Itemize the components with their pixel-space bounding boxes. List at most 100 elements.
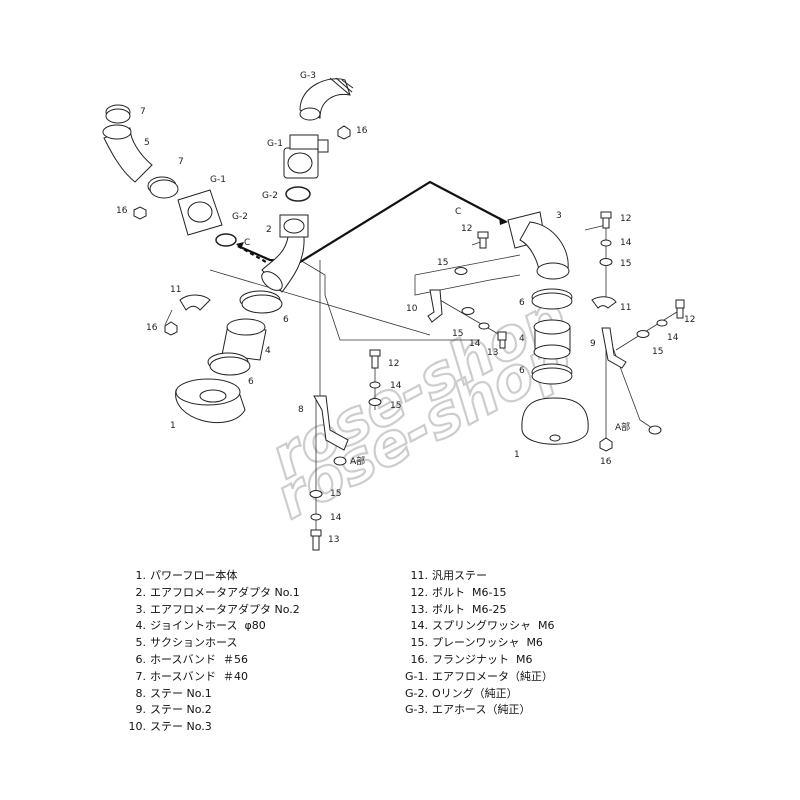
- label-11-left: 11: [170, 285, 181, 295]
- washer-14-far-right-2: [656, 319, 668, 327]
- label-11-right: 11: [620, 303, 631, 313]
- center-bolt-12: [369, 349, 381, 369]
- spring-washer-14-center: [369, 381, 381, 389]
- hose-band-7-top: [105, 104, 131, 124]
- label-15-center: 15: [390, 401, 401, 411]
- bolt-13-lower: [310, 529, 322, 551]
- bolt-12-right-center: [477, 231, 489, 249]
- parts-list-item: G-1.エアフロメータ（純正）: [405, 669, 553, 683]
- label-1-left: 1: [170, 421, 176, 431]
- hose-band-6-c: [531, 288, 573, 310]
- label-6-a: 6: [283, 315, 289, 325]
- label-14-far: 14: [620, 238, 632, 248]
- joint-hose-4-right: [533, 319, 571, 360]
- a-section-marker-left: [333, 456, 347, 466]
- parts-list-item: 12.ボルト M6-15: [410, 585, 507, 599]
- label-16-lower-left: 16: [146, 323, 158, 333]
- label-4-left: 4: [265, 346, 271, 356]
- plain-washer-15-center: [368, 398, 382, 406]
- label-14-lower: 14: [330, 513, 342, 523]
- arrow-c-left: [236, 242, 244, 249]
- stay-no2-9: [601, 327, 627, 369]
- label-g1-top: G-1: [267, 139, 283, 149]
- label-12-far-right: 12: [684, 315, 695, 325]
- parts-list-item: 15.プレーンワッシャ M6: [410, 636, 543, 650]
- bolt-12-far-right: [675, 299, 685, 319]
- label-14-far-right: 14: [667, 333, 679, 343]
- parts-list-item: 8.ステー No.1: [135, 686, 212, 700]
- label-c-right: C: [455, 207, 461, 217]
- label-3: 3: [556, 211, 562, 221]
- label-g2-left: G-2: [232, 212, 248, 222]
- label-1-right: 1: [514, 450, 520, 460]
- label-a-right: A部: [615, 421, 630, 433]
- stay-no3-10: [427, 289, 443, 323]
- washer-15-far-right-2: [636, 330, 650, 338]
- air-flow-meter-g1-left: [177, 189, 223, 236]
- parts-list-item: 2.エアフロメータアダプタ No.1: [135, 585, 300, 599]
- adapter-no2-3: [507, 211, 570, 280]
- parts-list-item: 11.汎用ステー: [410, 569, 488, 582]
- washer-15-stay10: [461, 307, 475, 315]
- label-5: 5: [144, 138, 150, 148]
- parts-list-item: 3.エアフロメータアダプタ No.2: [135, 602, 300, 616]
- label-a-left: A部: [350, 455, 365, 467]
- label-6-b: 6: [248, 377, 254, 387]
- label-7-top: 7: [140, 107, 146, 117]
- label-14-stay10: 14: [469, 339, 481, 349]
- parts-list-left: 1.パワーフロー本体 2.エアフロメータアダプタ No.1 3.エアフロメータア…: [120, 568, 300, 736]
- parts-list-item: 9.ステー No.2: [135, 703, 212, 717]
- stay-11-right: [591, 296, 617, 309]
- label-g2-top: G-2: [262, 191, 278, 201]
- label-15-lower: 15: [330, 489, 341, 499]
- label-12-far-top: 12: [620, 214, 631, 224]
- washer-15-far-right: [599, 258, 613, 266]
- label-15-stay10: 15: [452, 329, 463, 339]
- label-g3: G-3: [300, 71, 316, 81]
- label-6-c: 6: [519, 298, 525, 308]
- label-2: 2: [266, 225, 272, 235]
- label-g1-left: G-1: [210, 175, 226, 185]
- suction-hose-5: [102, 124, 153, 183]
- plain-washer-15-lower: [309, 490, 323, 498]
- parts-list-item: 7.ホースバンド ＃40: [135, 669, 249, 683]
- washer-15-right-center: [454, 267, 468, 275]
- power-flow-body-1-right: [521, 397, 589, 445]
- stay-11-left: [179, 294, 211, 311]
- label-16-top: 16: [356, 126, 368, 136]
- parts-list-item: 13.ボルト M6-25: [410, 602, 507, 616]
- bolt-13-right: [497, 331, 507, 349]
- flange-nut-16-right: [599, 437, 613, 452]
- label-16-right: 16: [600, 457, 612, 467]
- label-6-d: 6: [519, 366, 525, 376]
- label-15-right: 15: [437, 258, 448, 268]
- bolt-12-far-right-top: [600, 211, 612, 229]
- parts-list-item: G-3.エアホース（純正）: [405, 703, 531, 717]
- parts-list-right: 11.汎用ステー 12.ボルト M6-15 13.ボルト M6-25 14.スプ…: [400, 568, 554, 719]
- label-12-right: 12: [461, 224, 472, 234]
- label-c-left: C: [244, 238, 250, 248]
- joint-hose-4-left: [221, 318, 267, 361]
- o-ring-g2-top: [285, 186, 311, 202]
- flange-nut-16-top: [337, 125, 351, 140]
- parts-list-item: G-2.Oリング（純正）: [405, 686, 518, 700]
- route-line-c: [237, 180, 507, 264]
- hose-band-7-mid: [147, 176, 179, 199]
- washer-14-stay10: [478, 322, 490, 330]
- hose-band-6-b: [207, 352, 251, 376]
- label-10: 10: [406, 304, 418, 314]
- parts-list-item: 10.ステー No.3: [128, 720, 212, 734]
- label-8: 8: [298, 405, 304, 415]
- parts-list-item: 16.フランジナット M6: [410, 652, 533, 666]
- label-13-lower: 13: [328, 535, 339, 545]
- parts-list-item: 1.パワーフロー本体: [135, 569, 238, 582]
- arrow-c-right: [499, 217, 508, 225]
- label-13-right: 13: [487, 348, 498, 358]
- hose-band-6-d: [531, 363, 573, 385]
- stay-no1-8: [313, 395, 349, 451]
- flange-nut-16-left: [133, 206, 147, 220]
- o-ring-g2-left: [215, 233, 237, 247]
- hose-band-6-a: [239, 290, 283, 314]
- label-15-far-right: 15: [652, 347, 663, 357]
